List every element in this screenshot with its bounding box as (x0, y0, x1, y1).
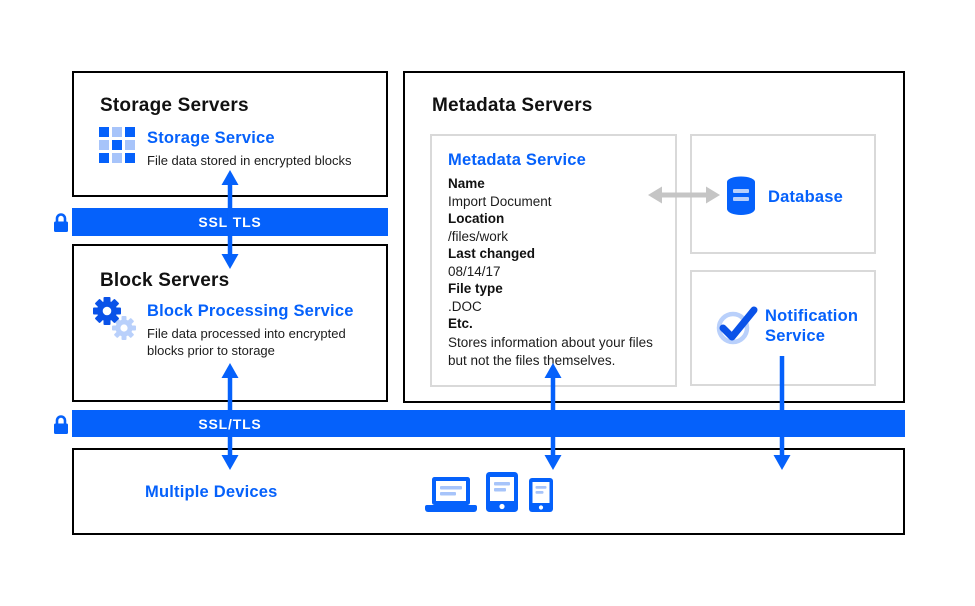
field-value: 08/14/17 (448, 263, 501, 279)
metadata-service-panel: Metadata Service Name Import Document Lo… (430, 134, 677, 387)
ssl-tls-bar-top: SSL/TLS (72, 208, 388, 236)
notification-service-panel: Notification Service (690, 270, 876, 386)
lock-icon (54, 213, 68, 232)
tablet-icon (486, 472, 518, 512)
notification-service-label: Notification Service (765, 307, 859, 345)
phone-icon (529, 478, 553, 512)
storage-service-description: File data stored in encrypted blocks (147, 153, 352, 168)
metadata-servers-title: Metadata Servers (432, 95, 593, 116)
metadata-servers-box: Metadata Servers Metadata Service Name I… (403, 71, 905, 403)
ssl-tls-bar-bottom: SSL/TLS (72, 410, 905, 437)
field-value: .DOC (448, 298, 482, 314)
multiple-devices-box: Multiple Devices (72, 448, 905, 535)
multiple-devices-label: Multiple Devices (145, 483, 278, 501)
block-processing-description: File data processed into encrypted block… (147, 326, 346, 358)
block-servers-box: Block Servers Block Processing Service F… (72, 244, 388, 402)
etc-label: Etc. (448, 316, 473, 331)
laptop-icon (425, 477, 477, 512)
database-panel: Database (690, 134, 876, 254)
gears-icon (93, 297, 136, 340)
storage-servers-title: Storage Servers (100, 95, 249, 116)
field-value: /files/work (448, 228, 509, 244)
field-label: Location (448, 211, 505, 226)
block-servers-title: Block Servers (100, 270, 230, 291)
database-icon (727, 176, 755, 215)
check-circle-icon (716, 306, 758, 345)
field-label: Name (448, 176, 485, 191)
lock-icon (54, 415, 68, 434)
storage-grid-icon (99, 127, 135, 163)
block-processing-service-label: Block Processing Service (147, 302, 354, 320)
metadata-service-label: Metadata Service (448, 151, 587, 169)
field-label: File type (448, 281, 503, 296)
metadata-fields: Name Import Document Location /files/wor… (448, 175, 666, 370)
database-label: Database (768, 188, 843, 206)
storage-servers-box: Storage Servers Storage Service File dat… (72, 71, 388, 197)
metadata-note: Stores information about your files but … (448, 334, 653, 368)
ssl-tls-top-label: SSL/TLS (198, 214, 262, 230)
field-label: Last changed (448, 246, 536, 261)
field-value: Import Document (448, 193, 552, 209)
storage-service-label: Storage Service (147, 129, 275, 147)
ssl-tls-bottom-label: SSL/TLS (198, 415, 262, 432)
